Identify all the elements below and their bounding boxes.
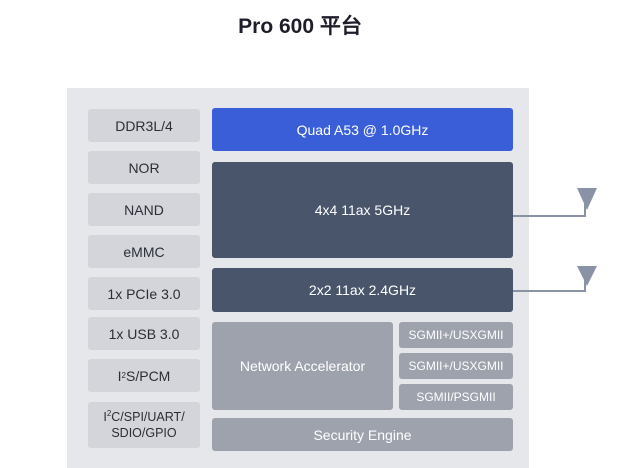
iface-usb: 1x USB 3.0: [88, 317, 200, 350]
iface-emmc: eMMC: [88, 235, 200, 268]
security-engine-block: Security Engine: [212, 418, 513, 451]
iface-ddr: DDR3L/4: [88, 109, 200, 142]
i2c-line2: SDIO/GPIO: [111, 426, 177, 440]
antenna-line-24ghz: [513, 275, 586, 292]
port-sgmii-psgmii: SGMII/PSGMII: [399, 384, 513, 410]
port-sgmii-usxgmii-2: SGMII+/USXGMII: [399, 353, 513, 379]
iface-nor: NOR: [88, 151, 200, 184]
i2s-suffix: S/PCM: [126, 367, 171, 384]
cpu-block: Quad A53 @ 1.0GHz: [212, 108, 513, 151]
iface-pcie: 1x PCIe 3.0: [88, 277, 200, 310]
network-accelerator-block: Network Accelerator: [212, 322, 393, 410]
antenna-line-5ghz: [513, 195, 586, 217]
antenna-icon: [577, 266, 597, 286]
iface-i2c-spi: I2C/SPI/UART/ SDIO/GPIO: [88, 402, 200, 448]
diagram-title: Pro 600 平台: [238, 15, 362, 38]
i2c-line1: C/SPI/UART/: [111, 410, 185, 424]
i2s-prefix: I: [117, 367, 122, 384]
iface-nand: NAND: [88, 193, 200, 226]
antenna-icon: [577, 188, 597, 210]
i2c-prefix: I: [103, 410, 107, 424]
wifi-24ghz-block: 2x2 11ax 2.4GHz: [212, 268, 513, 312]
i2c-sup: 2: [106, 408, 112, 418]
port-sgmii-usxgmii-1: SGMII+/USXGMII: [399, 322, 513, 348]
wifi-5ghz-block: 4x4 11ax 5GHz: [212, 162, 513, 258]
